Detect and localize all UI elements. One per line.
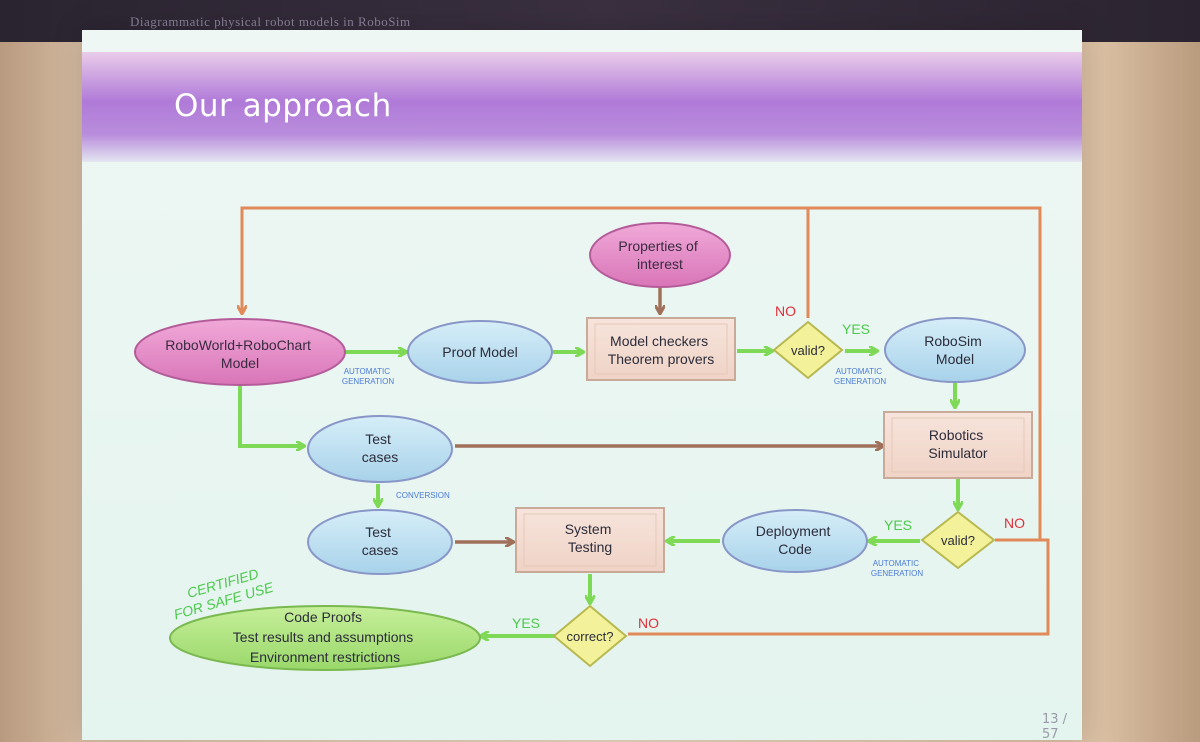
auto-gen-1-line1: AUTOMATIC — [344, 367, 391, 376]
system-testing-line2: Testing — [568, 539, 612, 555]
svg-text:Proof Model: Proof Model — [442, 344, 517, 360]
arrow-model-to-tests — [240, 385, 303, 446]
model-checkers-line1: Model checkers — [610, 333, 708, 349]
proof-model-label: Proof Model — [442, 344, 517, 360]
yes-correct-label: YES — [512, 615, 540, 631]
yes-bottom-label: YES — [884, 517, 912, 533]
green-arrows — [240, 351, 958, 636]
valid-top-label: valid? — [791, 343, 825, 358]
robosim-model-node — [885, 318, 1025, 382]
svg-text:YES: YES — [884, 517, 912, 533]
roboworld-model-line2: Model — [221, 355, 259, 371]
deployment-code-line2: Code — [778, 541, 812, 557]
no-bottom-label: NO — [1004, 515, 1025, 531]
roboworld-model-line1: RoboWorld+RoboChart — [165, 337, 311, 353]
auto-gen-3-line2: GENERATION — [871, 569, 924, 578]
svg-text:AUTOMATIC GENERATION: AUTOMATIC GENERATION — [834, 367, 887, 386]
no-top-label: NO — [775, 303, 796, 319]
valid-bottom-label: valid? — [941, 533, 975, 548]
test-cases-1-line1: Test — [365, 431, 391, 447]
robotics-simulator-line1: Robotics — [929, 427, 983, 443]
auto-gen-2-line1: AUTOMATIC — [836, 367, 883, 376]
certified-line2: Test results and assumptions — [233, 629, 414, 645]
svg-text:AUTOMATIC GENERATION: AUTOMATIC GENERATION — [871, 559, 924, 578]
svg-text:NO: NO — [1004, 515, 1025, 531]
deployment-code-line1: Deployment — [756, 523, 831, 539]
certified-line3: Environment restrictions — [250, 649, 400, 665]
auto-gen-3-line1: AUTOMATIC — [873, 559, 920, 568]
no-correct-label: NO — [638, 615, 659, 631]
properties-node — [590, 223, 730, 287]
model-checkers-node — [587, 318, 735, 380]
yes-top-label: YES — [842, 321, 870, 337]
svg-text:correct?: correct? — [567, 629, 614, 644]
svg-text:NO: NO — [638, 615, 659, 631]
svg-text:YES: YES — [842, 321, 870, 337]
svg-text:YES: YES — [512, 615, 540, 631]
svg-text:NO: NO — [775, 303, 796, 319]
properties-line1: Properties of — [618, 238, 697, 254]
correct-label: correct? — [567, 629, 614, 644]
auto-gen-1-line2: GENERATION — [342, 377, 395, 386]
properties-line2: interest — [637, 256, 683, 272]
robosim-model-line2: Model — [936, 351, 974, 367]
test-cases-1-line2: cases — [362, 449, 399, 465]
svg-text:AUTOMATIC GENERATION: AUTOMATIC GENERATION — [342, 367, 395, 386]
robosim-model-line1: RoboSim — [924, 333, 982, 349]
test-cases-2-line2: cases — [362, 542, 399, 558]
svg-text:CONVERSION: CONVERSION — [396, 491, 450, 500]
robotics-simulator-line2: Simulator — [928, 445, 987, 461]
model-checkers-line2: Theorem provers — [608, 351, 715, 367]
svg-text:valid?: valid? — [941, 533, 975, 548]
conversion-label: CONVERSION — [396, 491, 450, 500]
system-testing-line1: System — [565, 521, 612, 537]
certified-line1: Code Proofs — [284, 609, 362, 625]
svg-text:valid?: valid? — [791, 343, 825, 358]
test-cases-2-line1: Test — [365, 524, 391, 540]
auto-gen-2-line2: GENERATION — [834, 377, 887, 386]
